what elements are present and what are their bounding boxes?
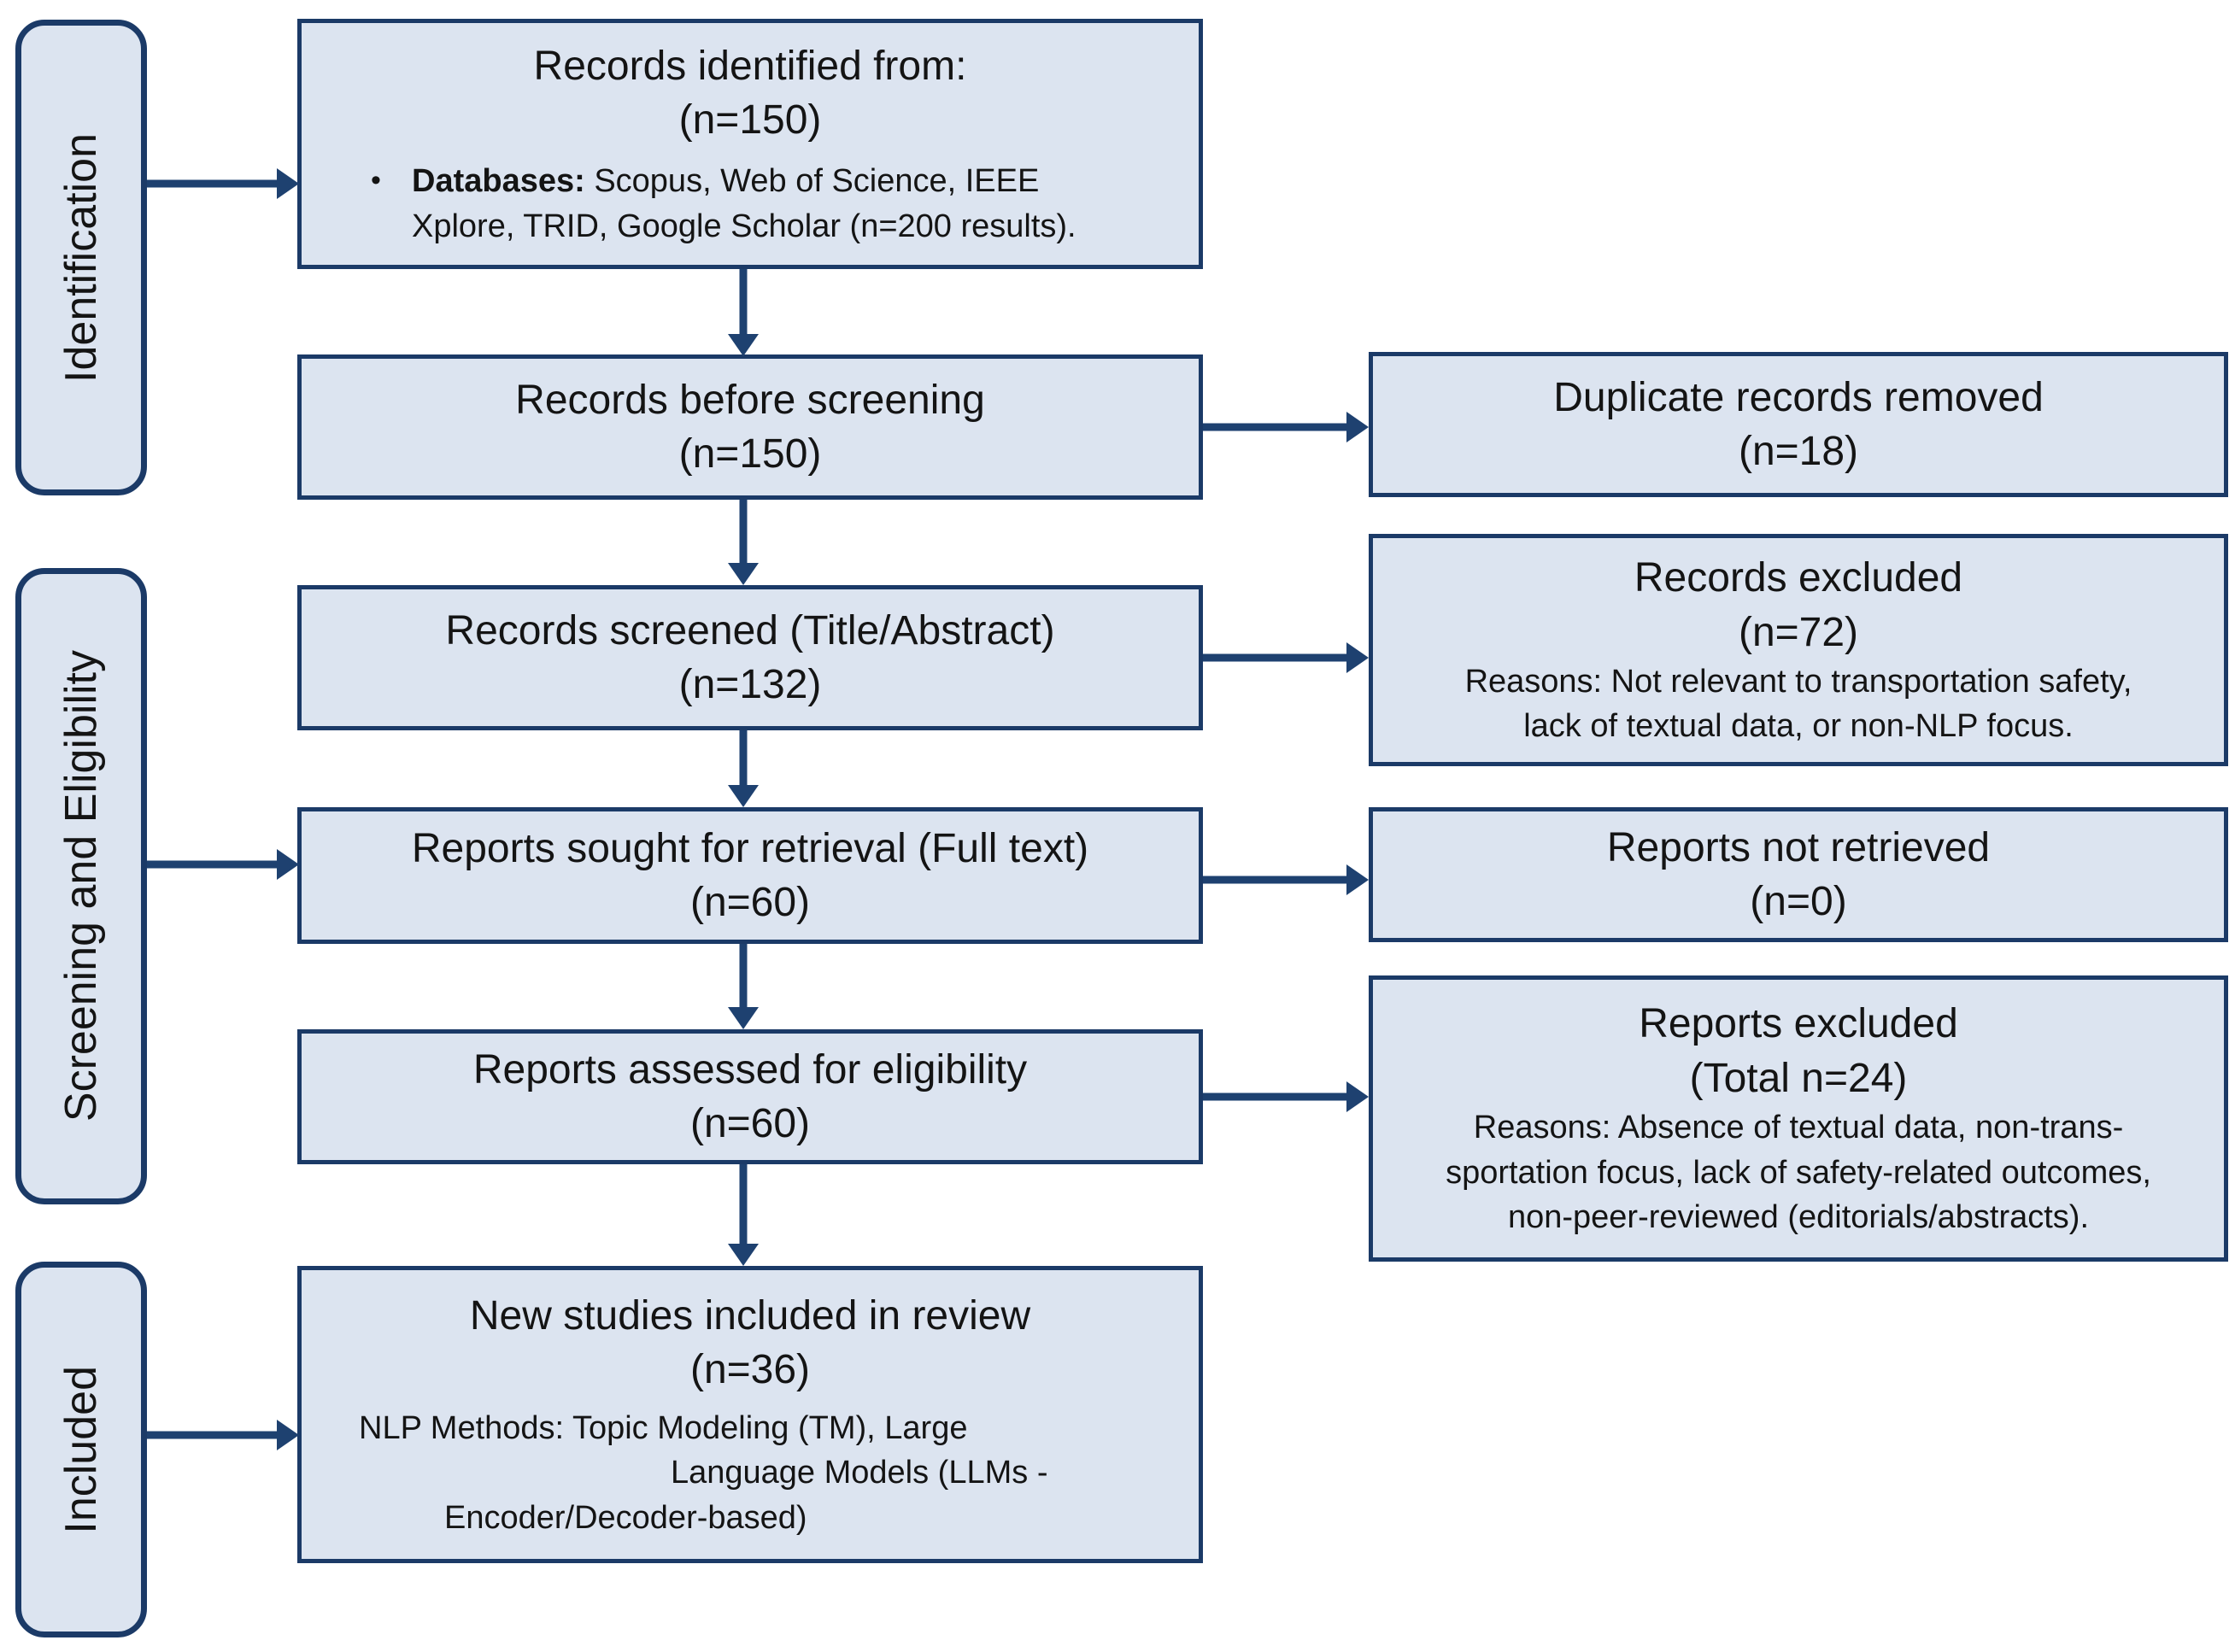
box-records-identified: Records identified from: (n=150) • Datab… — [297, 19, 1203, 269]
box-reports-not-retrieved: Reports not retrieved (n=0) — [1369, 807, 2228, 942]
nlp-methods-line2: Language Models (LLMs - — [671, 1455, 1048, 1491]
box-records-before-screening-count: (n=150) — [678, 431, 822, 477]
arrow-before-screening-to-screened-icon — [728, 500, 759, 585]
box-records-screened-count: (n=132) — [678, 662, 822, 707]
records-excluded-reason-line2: lack of textual data, or non-NLP focus. — [1523, 708, 2074, 745]
box-reports-assessed-count: (n=60) — [689, 1101, 811, 1146]
reports-excluded-reason-line2: sportation focus, lack of safety-related… — [1446, 1154, 2151, 1191]
databases-bullet-row: • Databases: Scopus, Web of Science, IEE… — [340, 159, 1160, 249]
box-new-studies-included-count: (n=36) — [689, 1347, 811, 1393]
databases-list-part2: Xplore, TRID, Google Scholar (n=200 resu… — [412, 208, 1076, 244]
box-reports-excluded: Reports excluded (Total n=24) Reasons: A… — [1369, 975, 2228, 1262]
box-reports-assessed: Reports assessed for eligibility (n=60) — [297, 1029, 1203, 1164]
databases-list-part1: Scopus, Web of Science, IEEE — [584, 163, 1040, 200]
box-records-excluded-title: Records excluded — [1634, 555, 1963, 601]
arrow-screened-to-sought-icon — [728, 730, 759, 807]
box-records-identified-count: (n=150) — [678, 97, 822, 144]
box-records-excluded: Records excluded (n=72) Reasons: Not rel… — [1369, 534, 2228, 766]
arrow-identification-to-identified-icon — [147, 168, 299, 199]
arrow-screening-to-sought-icon — [147, 849, 299, 880]
sidebar-screening-eligibility: Screening and Eligibility — [15, 568, 147, 1204]
sidebar-included: Included — [15, 1262, 147, 1637]
box-new-studies-included: New studies included in review (n=36) NL… — [297, 1266, 1203, 1563]
box-reports-not-retrieved-count: (n=0) — [1750, 879, 1847, 924]
box-duplicates-removed-count: (n=18) — [1738, 429, 1859, 474]
nlp-methods-line1: NLP Methods: Topic Modeling (TM), Large — [359, 1409, 968, 1446]
box-records-before-screening-title: Records before screening — [515, 377, 985, 423]
databases-bullet-text: Databases: Scopus, Web of Science, IEEE … — [412, 159, 1160, 249]
arrow-before-screening-to-duplicates-icon — [1203, 412, 1369, 442]
sidebar-screening-eligibility-label: Screening and Eligibility — [56, 650, 106, 1122]
box-duplicates-removed-title: Duplicate records removed — [1553, 374, 2044, 420]
box-reports-excluded-count: (Total n=24) — [1689, 1055, 1908, 1101]
box-reports-excluded-title: Reports excluded — [1639, 1001, 1958, 1047]
bullet-icon: • — [371, 164, 381, 197]
arrow-assessed-to-included-icon — [728, 1164, 759, 1266]
arrow-included-to-new-studies-icon — [147, 1420, 299, 1450]
arrow-sought-to-assessed-icon — [728, 944, 759, 1029]
databases-label: Databases: — [412, 163, 585, 200]
arrow-screened-to-excluded-icon — [1203, 642, 1369, 673]
box-records-screened: Records screened (Title/Abstract) (n=132… — [297, 585, 1203, 730]
arrow-assessed-to-reports-excluded-icon — [1203, 1081, 1369, 1112]
arrow-identified-to-before-screening-icon — [728, 269, 759, 356]
reports-excluded-reason-line3: non-peer-reviewed (editorials/abstracts)… — [1507, 1199, 2090, 1236]
nlp-methods-line3: Encoder/Decoder-based) — [444, 1499, 807, 1536]
sidebar-identification-label: Identification — [56, 132, 106, 383]
box-reports-sought-count: (n=60) — [689, 880, 811, 925]
box-reports-not-retrieved-title: Reports not retrieved — [1606, 824, 1991, 870]
reports-excluded-reason-line1: Reasons: Absence of textual data, non-tr… — [1473, 1110, 2124, 1146]
box-duplicates-removed: Duplicate records removed (n=18) — [1369, 352, 2228, 497]
box-records-screened-title: Records screened (Title/Abstract) — [445, 607, 1055, 653]
arrow-sought-to-not-retrieved-icon — [1203, 864, 1369, 895]
box-reports-assessed-title: Reports assessed for eligibility — [472, 1046, 1028, 1093]
sidebar-included-label: Included — [56, 1365, 106, 1534]
box-records-identified-title: Records identified from: — [533, 43, 967, 89]
box-records-before-screening: Records before screening (n=150) — [297, 354, 1203, 500]
sidebar-identification: Identification — [15, 20, 147, 495]
box-reports-sought: Reports sought for retrieval (Full text)… — [297, 807, 1203, 944]
box-reports-sought-title: Reports sought for retrieval (Full text) — [411, 825, 1089, 871]
box-new-studies-included-title: New studies included in review — [469, 1292, 1031, 1339]
records-excluded-reason-line1: Reasons: Not relevant to transportation … — [1464, 663, 2132, 700]
box-records-excluded-count: (n=72) — [1738, 609, 1859, 655]
